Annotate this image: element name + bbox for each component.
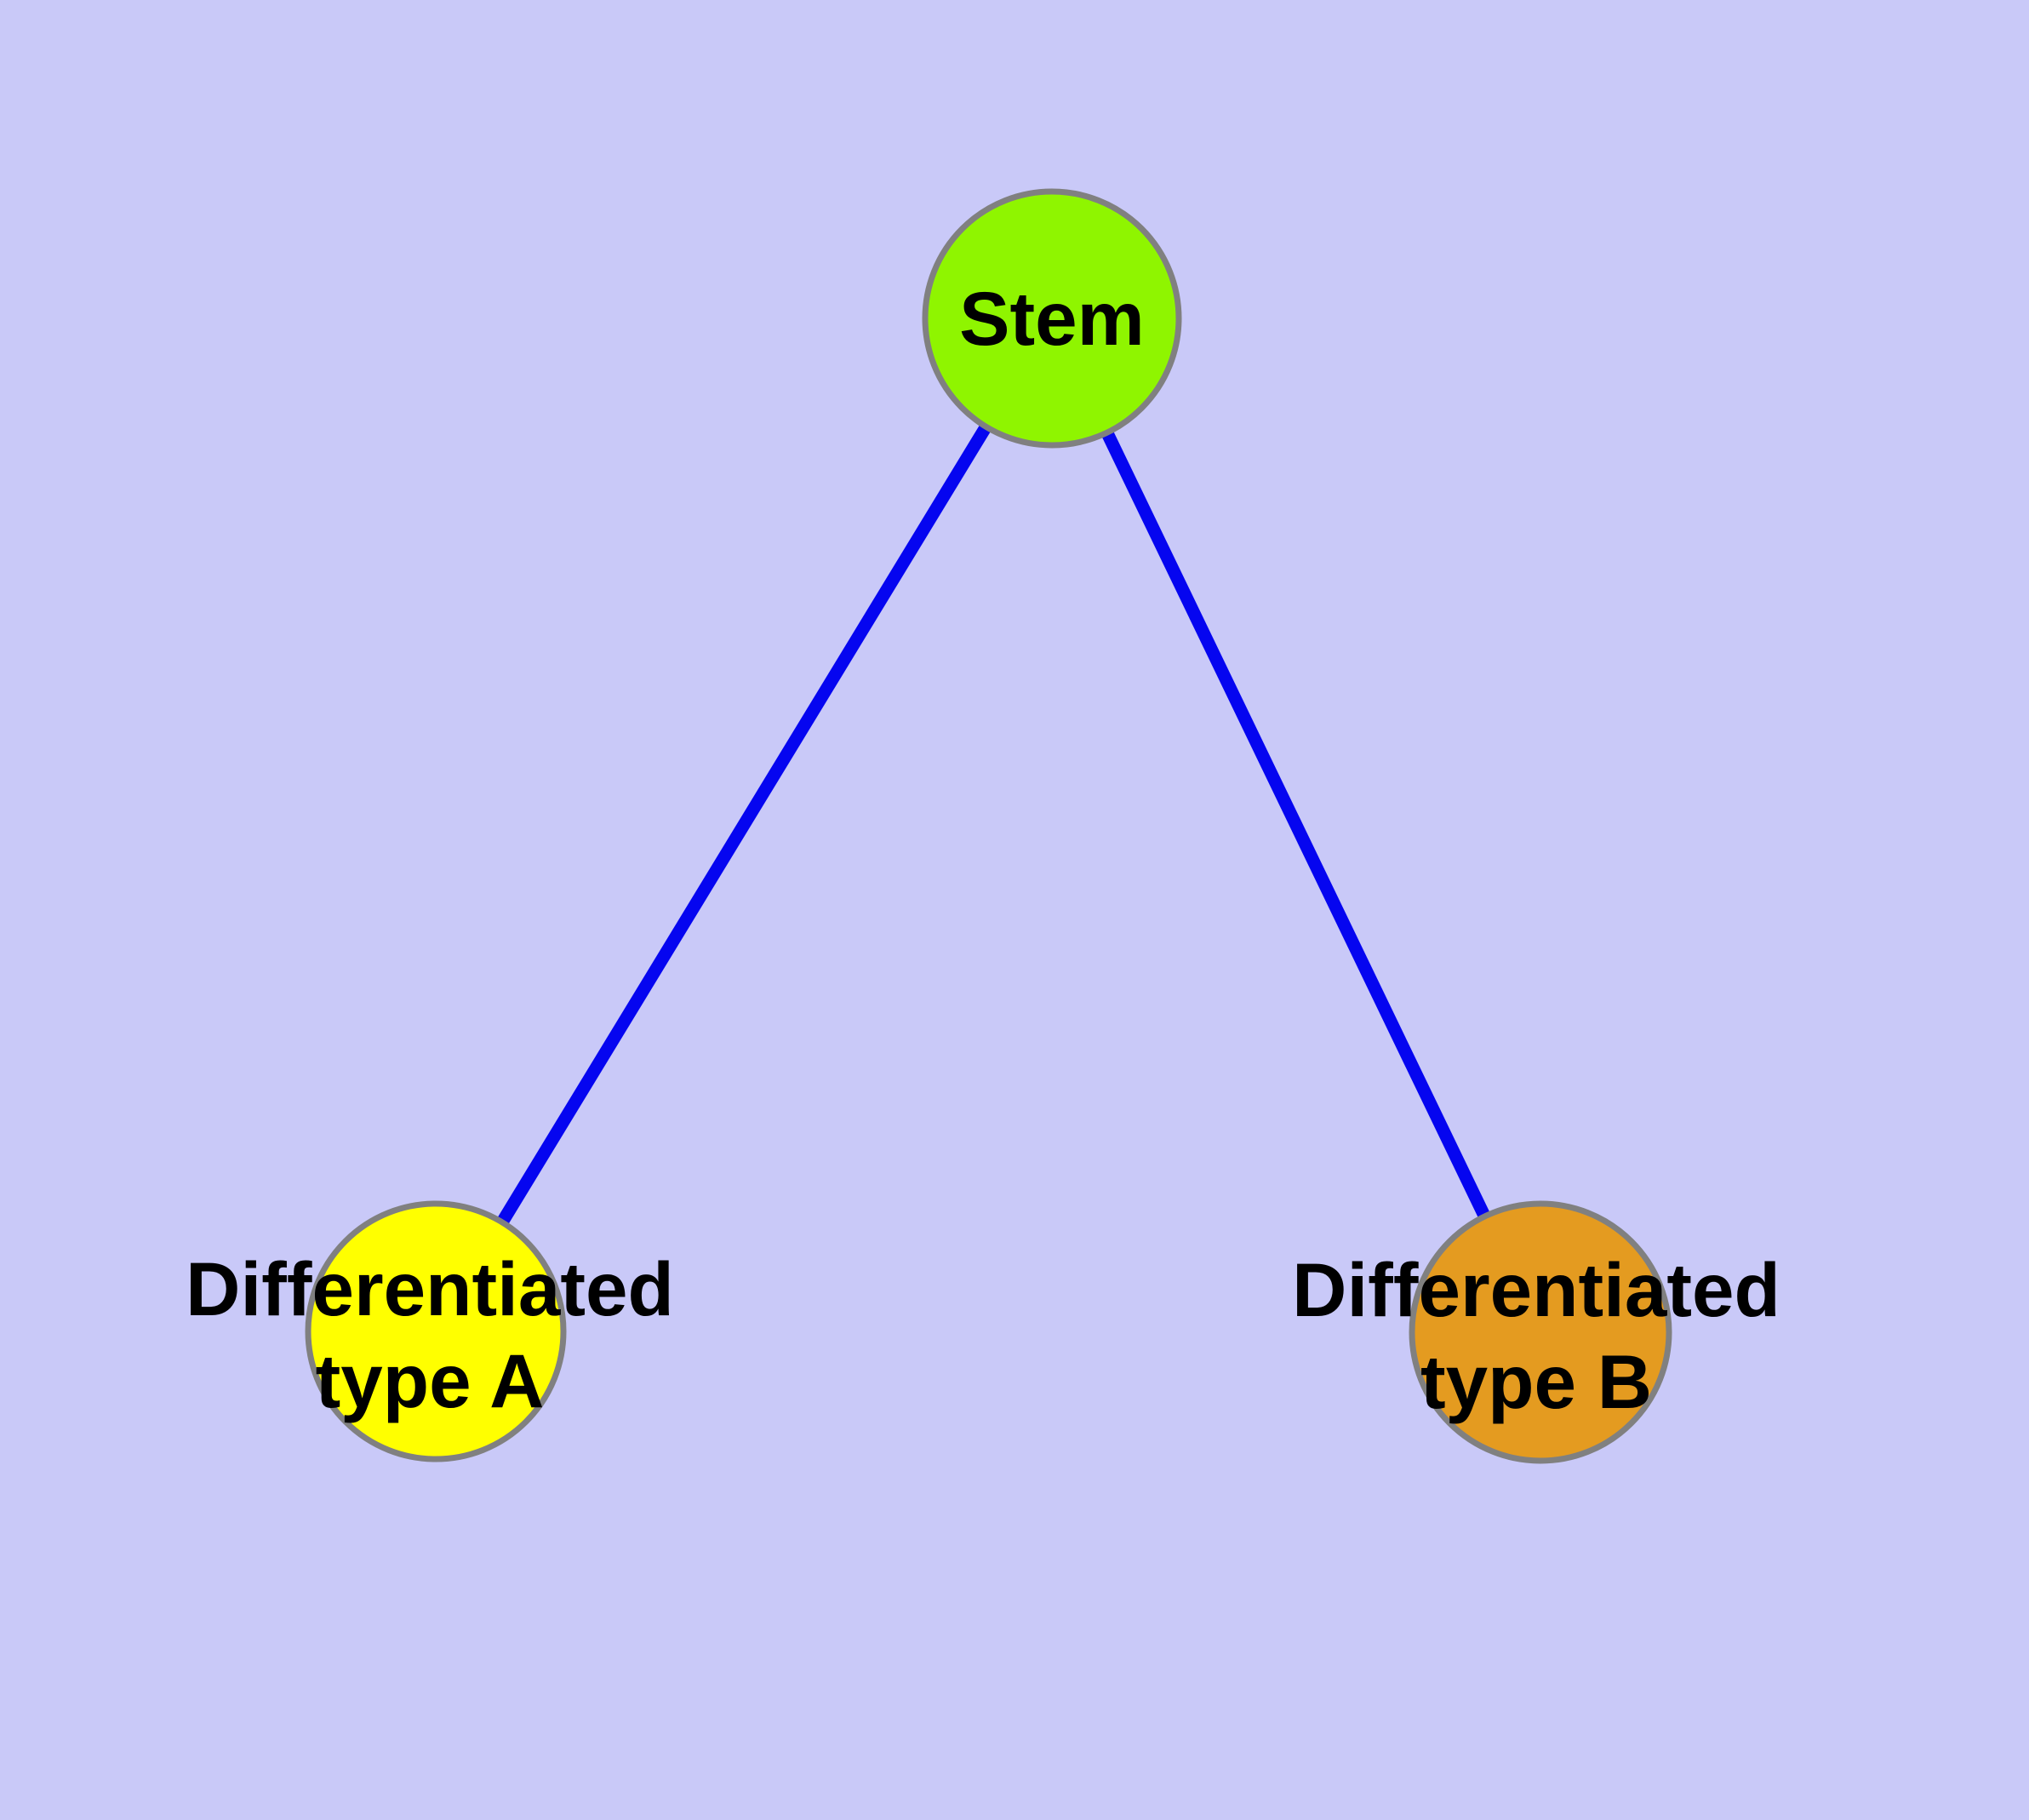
node-stem-circle[interactable] bbox=[922, 188, 1182, 449]
node-differentiated-type-b-circle[interactable] bbox=[1409, 1200, 1672, 1464]
edge-stem-to-type-b bbox=[1046, 315, 1546, 1336]
node-differentiated-type-a-circle[interactable] bbox=[305, 1200, 567, 1462]
edge-stem-to-type-a bbox=[430, 315, 1058, 1335]
